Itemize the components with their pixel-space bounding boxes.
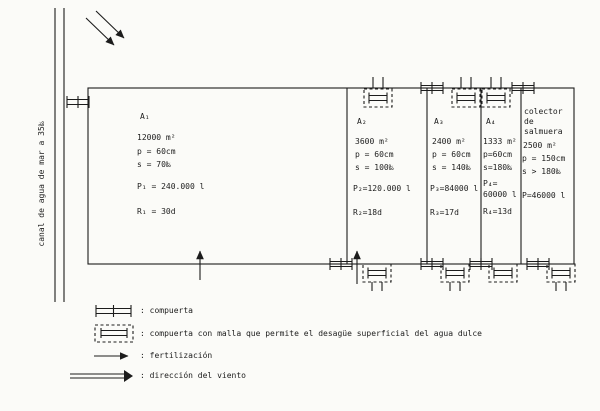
seawater-channel xyxy=(54,8,65,302)
colector-depth: p = 150cm xyxy=(522,154,566,163)
wind-direction-arrow-icon xyxy=(85,10,125,46)
legend-fertilizacion-label: : fertilización xyxy=(140,351,213,360)
mesh-gate-icon xyxy=(451,88,481,108)
mesh-gate-icon xyxy=(363,88,393,108)
pond-a3-salinity: s = 140‰ xyxy=(432,163,471,172)
legend-viento-label: : dirección del viento xyxy=(140,371,246,380)
channel-label: canal de agua de mar a 35‰ xyxy=(37,121,46,247)
pond-a4-production: P₄= xyxy=(483,179,498,188)
inlet-gate-icon xyxy=(66,95,90,109)
pond-a1-residence: R₁ = 30d xyxy=(137,207,176,216)
colector-name-line1: colector xyxy=(524,107,563,116)
mesh-gate-icon xyxy=(546,263,576,283)
legend-wind-arrow-icon xyxy=(70,370,133,382)
pond-a2-salinity: s = 100‰ xyxy=(355,163,394,172)
pond-a2-residence: R₂=18d xyxy=(353,208,382,217)
pond-a4-production-value: 60000 l xyxy=(483,190,517,199)
pond-a1-label: A₁ xyxy=(140,112,150,121)
mesh-gate-icon xyxy=(481,88,511,108)
pond-a4-salinity: s=180‰ xyxy=(483,163,512,172)
pond-a3-production: P₃=84000 l xyxy=(430,184,479,193)
mesh-gate-icon xyxy=(362,263,392,283)
pond-a1-depth: p = 60cm xyxy=(137,147,176,156)
bottom-wall-gates xyxy=(329,257,576,291)
pond-a3-residence: R₃=17d xyxy=(430,208,459,217)
pond-a4-depth: p=60cm xyxy=(483,150,512,159)
legend-gate-icon xyxy=(95,305,132,317)
colector-name-line3: salmuera xyxy=(524,127,563,136)
legend-compuerta-malla-label: : compuerta con malla que permite el des… xyxy=(140,329,482,338)
pond-a1-production: P₁ = 240.000 l xyxy=(137,182,205,191)
pond-a1-area: 12000 m² xyxy=(137,133,176,142)
colector-salinity: s > 180‰ xyxy=(522,167,561,176)
legend-compuerta-label: : compuerta xyxy=(140,306,193,315)
pond-a2-label: A₂ xyxy=(357,117,367,126)
mesh-gate-icon xyxy=(440,263,470,283)
pond-a4-area: 1333 m² xyxy=(483,137,517,146)
pond-a4-label: A₄ xyxy=(486,117,496,126)
top-wall-gates xyxy=(363,77,535,108)
main-basin-outline xyxy=(87,87,575,265)
pond-a3-label: A₃ xyxy=(434,117,444,126)
pond-a3-depth: p = 60cm xyxy=(432,150,471,159)
mesh-gate-icon xyxy=(488,263,518,283)
colector-area: 2500 m² xyxy=(523,141,557,150)
pond-a2-depth: p = 60cm xyxy=(355,150,394,159)
colector-production: P=46000 l xyxy=(522,191,566,200)
pond-a2-production: P₂=120.000 l xyxy=(353,184,411,193)
pond-a1-salinity: s = 70‰ xyxy=(137,160,171,169)
pond-a4-residence: R₄=13d xyxy=(483,207,512,216)
colector-name-line2: de xyxy=(524,117,534,126)
pond-a2-area: 3600 m² xyxy=(355,137,389,146)
legend-mesh-gate-icon xyxy=(94,324,134,343)
pond-a3-area: 2400 m² xyxy=(432,137,466,146)
